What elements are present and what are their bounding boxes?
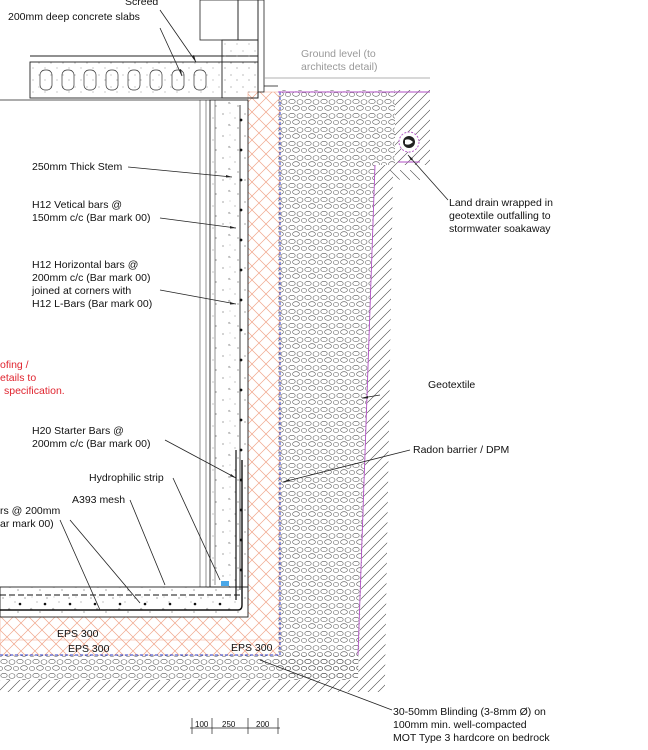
label-starter-bars: H20 Starter Bars @ [32, 425, 124, 437]
dpm-line [0, 92, 281, 656]
label-eps-2: EPS 300 [68, 643, 110, 655]
note-waterproofing-2: etails to [0, 372, 37, 384]
label-ground-level-2: architects detail) [301, 61, 378, 73]
note-waterproofing-3: specification. [4, 385, 65, 397]
label-eps-3: EPS 300 [231, 642, 273, 654]
label-geotextile: Geotextile [428, 379, 476, 391]
label-horizontal-bars-3: joined at corners with [32, 285, 132, 297]
dimension-200: 200 [256, 720, 270, 729]
geotextile-line [278, 91, 430, 656]
note-waterproofing: ofing / [0, 359, 29, 371]
label-mesh: A393 mesh [72, 494, 126, 506]
label-bars-200-2: ar mark 00) [0, 518, 54, 530]
label-blinding-2: 100mm min. well-compacted [393, 719, 527, 731]
label-horizontal-bars: H12 Horizontal bars @ [32, 259, 139, 271]
floor-slab [29, 61, 259, 99]
bedrock [358, 90, 430, 680]
hydrophilic-strip [221, 581, 229, 586]
label-horizontal-bars-2: 200mm c/c (Bar mark 00) [32, 272, 151, 284]
hardcore-base [0, 655, 358, 680]
rebar-dots [18, 118, 243, 606]
label-bars-200: rs @ 200mm [0, 505, 61, 517]
dimension-100: 100 [195, 720, 209, 729]
leader-lines [59, 9, 449, 711]
label-eps-1: EPS 300 [57, 628, 99, 640]
label-horizontal-bars-4: H12 L-Bars (Bar mark 00) [32, 298, 153, 310]
dimension-chain [190, 718, 280, 734]
label-blinding: 30-50mm Blinding (3-8mm Ø) on [393, 706, 546, 718]
label-land-drain: Land drain wrapped in [449, 197, 553, 209]
label-stem: 250mm Thick Stem [32, 161, 123, 173]
label-blinding-3: MOT Type 3 hardcore on bedrock [393, 732, 550, 744]
label-land-drain-2: geotextile outfalling to [449, 210, 551, 222]
backfill-gravel [278, 90, 395, 680]
base-slab [0, 586, 249, 618]
label-screed: Screed [125, 0, 159, 8]
label-vertical-bars: H12 Vetical bars @ [32, 199, 123, 211]
label-starter-bars-2: 200mm c/c (Bar mark 00) [32, 438, 151, 450]
dimension-250: 250 [222, 720, 236, 729]
label-radon-barrier: Radon barrier / DPM [413, 444, 510, 456]
label-land-drain-3: stormwater soakaway [449, 223, 551, 235]
label-ground-level: Ground level (to [301, 48, 376, 60]
label-hydrophilic-strip: Hydrophilic strip [89, 472, 164, 484]
label-vertical-bars-2: 150mm c/c (Bar mark 00) [32, 212, 151, 224]
label-concrete-slabs: 200mm deep concrete slabs [8, 11, 140, 23]
